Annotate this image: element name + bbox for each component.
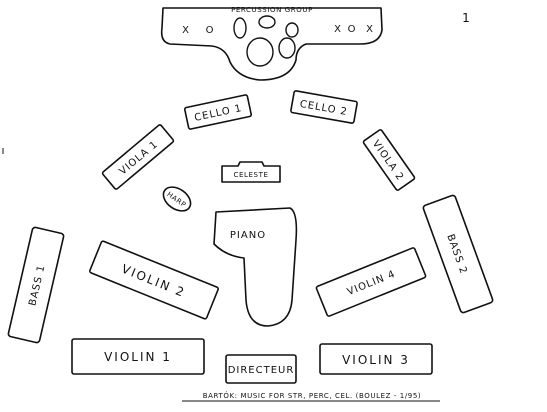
percussion-mark: X: [182, 25, 190, 36]
percussion-mark: X: [366, 24, 374, 35]
section-bass-2: BASS 2: [422, 194, 494, 314]
section-viola-2: VIOLA 2: [362, 129, 416, 191]
directeur-label: DIRECTEUR: [228, 365, 295, 376]
percussion-mark: X: [334, 24, 342, 35]
timpani-drum: [285, 22, 299, 38]
timpani-drum: [233, 17, 247, 39]
percussion-area: [160, 7, 383, 81]
section-violin-4: VIOLIN 4: [315, 247, 427, 317]
section-harp: HARP: [162, 186, 192, 212]
section-directeur: DIRECTEUR: [225, 354, 297, 384]
percussion-mark: O: [206, 25, 215, 36]
percussion-label: PERCUSSION GROUP: [231, 6, 313, 14]
page-number: 1: [462, 11, 472, 25]
section-violin-3: VIOLIN 3: [319, 343, 433, 375]
percussion-mark: O: [348, 24, 357, 35]
section-celeste: CELESTE: [221, 161, 281, 183]
section-piano: PIANO: [213, 207, 298, 327]
celeste-label: CELESTE: [234, 171, 269, 179]
section-cello-1: CELLO 1: [183, 94, 253, 130]
timpani-drum: [278, 37, 296, 59]
piano-label: PIANO: [230, 230, 266, 241]
caption: BARTÓK: MUSIC FOR STR, PERC, CEL. (BOULE…: [203, 391, 422, 400]
section-viola-1: VIOLA 1: [101, 124, 175, 190]
section-violin-2: VIOLIN 2: [89, 240, 219, 320]
timpani-drum: [246, 37, 274, 67]
section-cello-2: CELLO 2: [290, 90, 358, 124]
violin-3-label: VIOLIN 3: [342, 353, 410, 367]
section-violin-1: VIOLIN 1: [71, 338, 205, 375]
section-bass-1: BASS 1: [7, 226, 65, 344]
timpani-drum: [258, 15, 276, 29]
violin-1-label: VIOLIN 1: [104, 350, 172, 364]
